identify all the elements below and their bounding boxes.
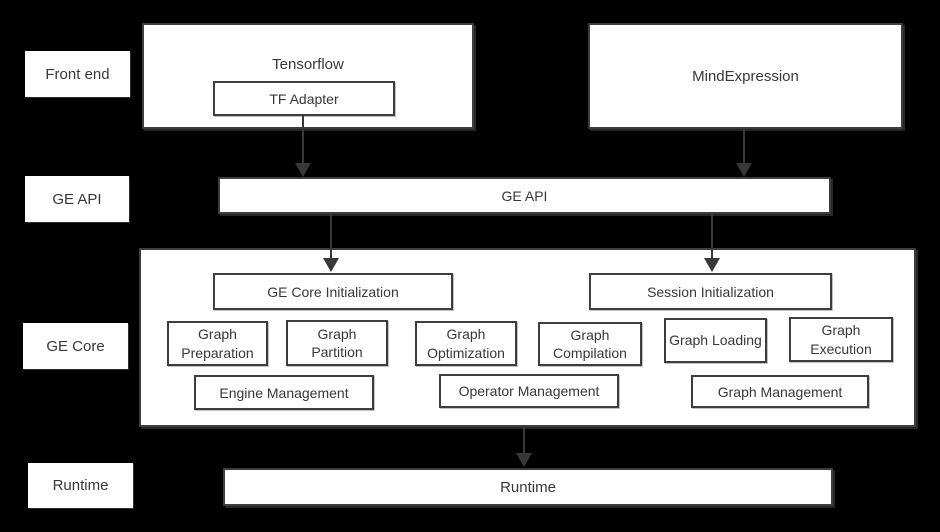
arrow-ge-api-to-ge-core-init xyxy=(323,214,339,272)
graph-compilation-box: Graph Compilation xyxy=(538,322,642,366)
graph-preparation-box: Graph Preparation xyxy=(167,321,268,366)
graph-management-box: Graph Management xyxy=(691,375,869,408)
operator-management-box: Operator Management xyxy=(439,374,619,408)
tf-adapter-box: TF Adapter xyxy=(213,81,395,116)
arrow-ge-api-to-session-init xyxy=(704,214,720,272)
row-label-front-end: Front end xyxy=(25,51,130,97)
ge-api-bar: GE API xyxy=(218,177,831,214)
graph-execution-box: Graph Execution xyxy=(789,317,893,362)
row-label-runtime: Runtime xyxy=(28,463,133,508)
mindexpression-box: MindExpression xyxy=(588,23,903,129)
runtime-bar: Runtime xyxy=(223,468,833,506)
arrow-mindexpression-to-ge-api xyxy=(736,129,752,177)
row-label-ge-api: GE API xyxy=(25,176,129,222)
graph-loading-box: Graph Loading xyxy=(664,318,767,363)
ge-core-container: GE Core Initialization Session Initializ… xyxy=(139,248,916,427)
session-initialization-box: Session Initialization xyxy=(589,273,832,310)
row-label-ge-core: GE Core xyxy=(23,323,128,369)
ge-core-initialization-box: GE Core Initialization xyxy=(213,273,453,310)
graph-optimization-box: Graph Optimization xyxy=(415,321,517,366)
arrow-ge-core-to-runtime xyxy=(516,427,532,467)
arrow-tf-adapter-to-ge-api xyxy=(295,114,311,177)
engine-management-box: Engine Management xyxy=(194,375,374,410)
tensorflow-label: Tensorflow xyxy=(272,56,344,73)
tensorflow-box: Tensorflow TF Adapter xyxy=(142,23,474,129)
graph-partition-box: Graph Partition xyxy=(286,320,388,366)
